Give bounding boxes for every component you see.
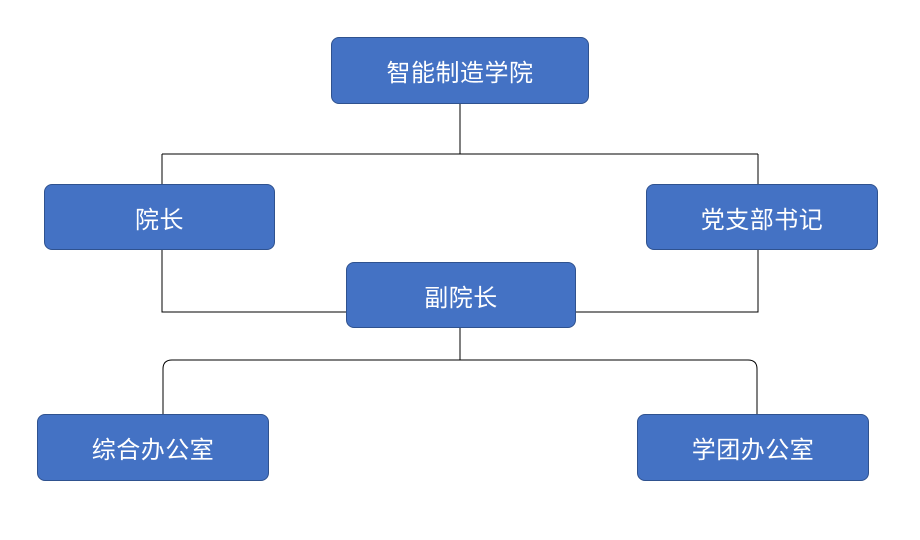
connector-party-secretary-to-vice-dean [576, 250, 759, 313]
node-vice-dean: 副院长 [346, 262, 576, 328]
node-dean: 院长 [44, 184, 275, 250]
node-vice-dean-label: 副院长 [424, 283, 498, 312]
node-general-office-label: 综合办公室 [91, 436, 215, 464]
connector-to-general-office [162, 359, 460, 414]
node-student-office-label: 学团办公室 [691, 436, 815, 464]
connector-dean-to-vice-dean [161, 250, 346, 313]
node-party-secretary-label: 党支部书记 [700, 205, 824, 234]
node-party-secretary: 党支部书记 [646, 184, 878, 250]
node-student-office: 学团办公室 [637, 414, 869, 481]
node-general-office: 综合办公室 [37, 414, 269, 481]
connector-to-student-office [460, 359, 758, 414]
node-root: 智能制造学院 [331, 37, 589, 104]
node-root-label: 智能制造学院 [386, 59, 534, 87]
node-dean-label: 院长 [135, 205, 184, 234]
